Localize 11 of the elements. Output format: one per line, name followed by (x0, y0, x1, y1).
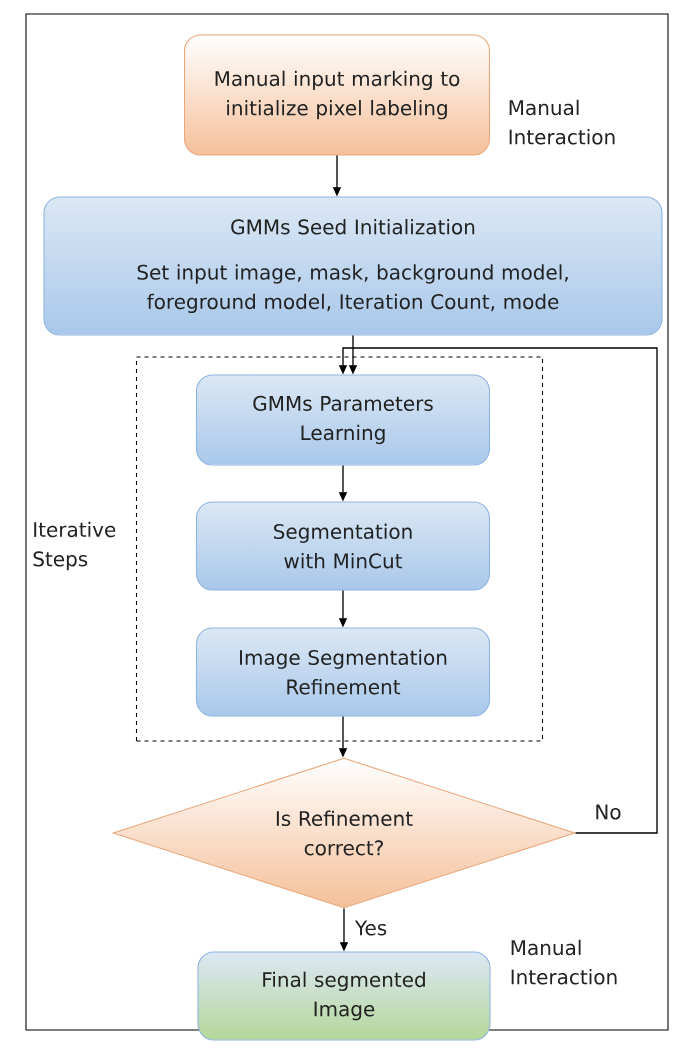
side-note: Manual Interaction (511, 939, 617, 985)
edge-label: Yes (352, 917, 390, 939)
edge-label: No (591, 801, 625, 823)
process-box: Manual input marking to initialize pixel labeling (183, 34, 491, 156)
side-note: Manual Interaction (509, 99, 615, 145)
process-box: Image Segmentation Refinement (195, 627, 491, 717)
process-box: GMMs Parameters Learning (195, 374, 491, 466)
process-box: Final segmented Image (197, 951, 491, 1041)
process-box: Segmentation with MinCut (195, 501, 491, 591)
node-label: Iterative Steps (33, 521, 116, 571)
process-box: GMMs Seed Initialization Set input image, mask, background model, foreground model, Iteration Count, mode (43, 196, 663, 336)
